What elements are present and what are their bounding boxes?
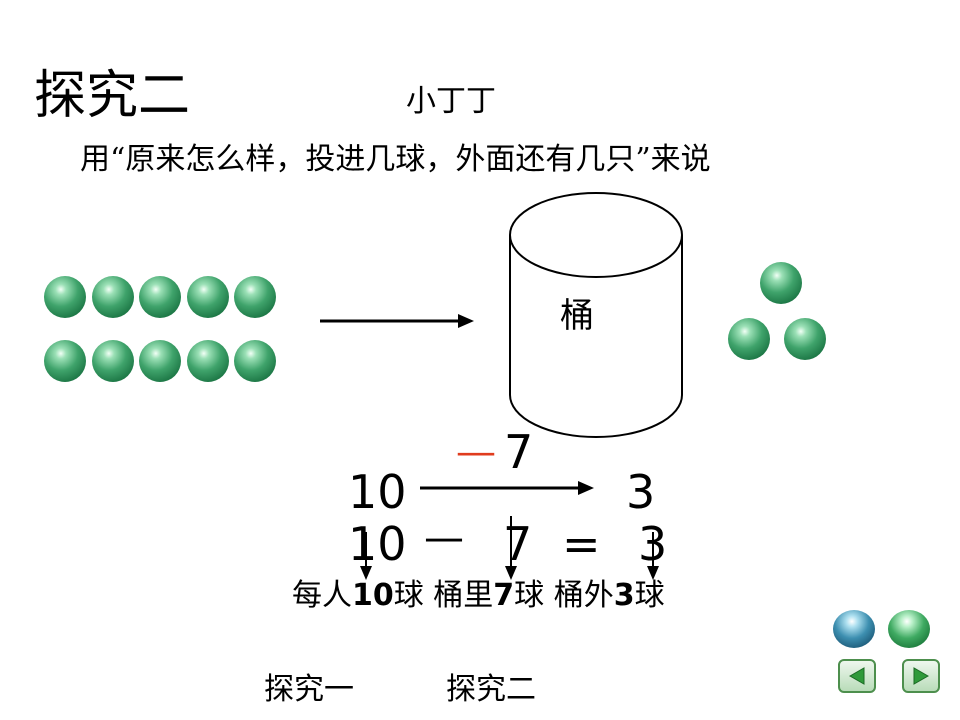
- ball: [139, 340, 181, 382]
- ball: [92, 340, 134, 382]
- bucket-label: 桶: [560, 296, 594, 336]
- caption-in-bucket: 桶里7球: [433, 578, 545, 613]
- slide-title: 探究二: [34, 66, 191, 126]
- nav-link-explore-two[interactable]: 探究二: [446, 672, 536, 707]
- ball: [760, 262, 802, 304]
- next-slide-button[interactable]: [902, 659, 940, 693]
- ball: [234, 340, 276, 382]
- ball: [92, 276, 134, 318]
- green-gem-icon: [888, 610, 930, 648]
- operation-value: 7: [504, 425, 534, 479]
- ball: [139, 276, 181, 318]
- triangle-left-icon: [848, 667, 865, 685]
- result-value: 3: [626, 465, 656, 519]
- ball: [187, 340, 229, 382]
- previous-slide-button[interactable]: [838, 659, 876, 693]
- arrow-down-icon: [505, 516, 517, 580]
- equation-operator: —: [424, 515, 464, 561]
- operation-arrow-icon: [420, 481, 594, 495]
- caption-each-person: 每人10球: [292, 578, 424, 613]
- ball: [784, 318, 826, 360]
- captions: 每人10球 桶里7球 桶外3球: [292, 576, 665, 616]
- triangle-right-icon: [913, 667, 930, 685]
- ball: [44, 340, 86, 382]
- bucket-icon: [509, 192, 683, 438]
- instruction-text: 用“原来怎么样，投进几球，外面还有几只”来说: [80, 142, 711, 177]
- ball: [187, 276, 229, 318]
- blue-gem-icon: [833, 610, 875, 648]
- nav-link-explore-one[interactable]: 探究一: [264, 672, 354, 707]
- equation-right: 7: [503, 517, 533, 571]
- arrow-down-icon: [647, 532, 659, 580]
- operation-sign: —: [456, 429, 496, 475]
- slide-subtitle: 小丁丁: [406, 84, 496, 119]
- arrow-down-icon: [360, 532, 372, 580]
- equation-result: 3: [638, 517, 668, 571]
- equation-left: 10: [348, 517, 407, 571]
- ball: [234, 276, 276, 318]
- caption-outside-bucket: 桶外3球: [553, 578, 665, 613]
- ball: [44, 276, 86, 318]
- start-value: 10: [348, 465, 407, 519]
- ball: [728, 318, 770, 360]
- equation-equals: =: [562, 517, 601, 571]
- arrow-right-icon: [320, 314, 474, 328]
